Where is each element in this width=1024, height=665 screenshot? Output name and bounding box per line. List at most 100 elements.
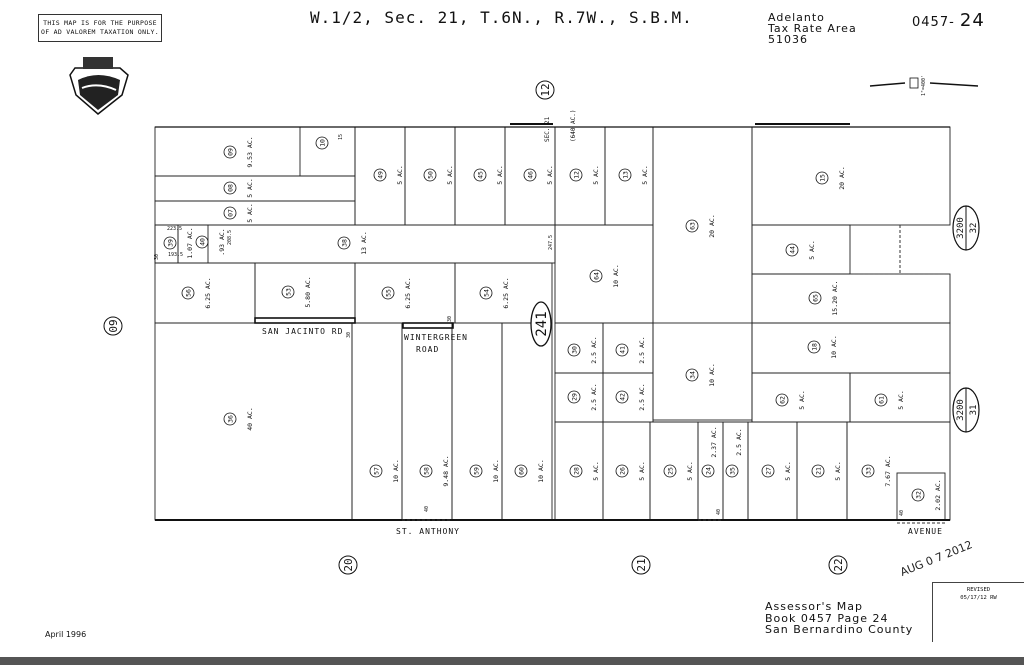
parcel-number-group: 58 — [419, 464, 433, 478]
parcel-number-circle — [419, 464, 433, 478]
parcel-number: 18 — [810, 343, 818, 351]
revised-value: 05/17/12 RW — [960, 595, 997, 601]
parcel-number-circle — [567, 390, 581, 404]
parcel-number-circle — [469, 464, 483, 478]
parcel-number-circle — [725, 464, 739, 478]
parcel-number-circle — [685, 219, 699, 233]
parcel-number-group: 61 — [874, 393, 888, 407]
parcel-number: 62 — [778, 396, 786, 404]
parcel-number-group: 21 — [811, 464, 825, 478]
map-date: April 1996 — [45, 630, 87, 639]
parcel-number-circle — [223, 412, 237, 426]
parcel-boundary — [351, 322, 403, 521]
section-circle — [828, 555, 848, 575]
parcel-acreage: 2.5 AC. — [590, 383, 598, 410]
parcel-number: 50 — [426, 171, 434, 179]
tax-rate-area: Adelanto Tax Rate Area 51036 — [768, 12, 857, 45]
parcel-acreage: 5 AC. — [592, 165, 600, 185]
parcel-number-circle — [523, 168, 537, 182]
parcel-number-circle — [861, 464, 875, 478]
disclaimer-line2: OF AD VALOREM TAXATION ONLY. — [41, 28, 159, 36]
map-identification: Assessor's Map Book 0457 Page 24 San Ber… — [765, 601, 913, 636]
map-title: W.1/2, Sec. 21, T.6N., R.7W., S.B.M. — [310, 8, 693, 27]
parcel-acreage: 13 AC. — [360, 231, 368, 254]
scan-edge — [0, 657, 1024, 665]
revised-box: REVISED 05/17/12 RW — [932, 582, 1024, 642]
parcel-12: 12 5 AC. — [569, 165, 600, 185]
parcel-acreage: .93 AC. — [218, 228, 226, 255]
parcel-number-circle — [615, 390, 629, 404]
parcel-number-circle — [874, 393, 888, 407]
scale-bar-icon: 1"=400' — [869, 75, 979, 96]
parcel-number-group: 30 — [567, 343, 581, 357]
parcel-number: 58 — [422, 467, 430, 475]
dimension-label: 40 — [716, 509, 722, 515]
section-circle — [338, 555, 358, 575]
parcel-acreage: 9.53 AC. — [246, 136, 254, 167]
parcel-number: 07 — [226, 209, 234, 217]
parcel-number-group: 27 — [761, 464, 775, 478]
dimension-label: 247.5 — [548, 235, 554, 250]
parcel-number: 12 — [572, 171, 580, 179]
parcel-boundary — [751, 126, 951, 226]
parcel-08: 08 5 AC. — [223, 178, 254, 198]
parcel-09: 09 9.53 AC. — [223, 136, 254, 168]
parcel-acreage: 40 AC. — [246, 407, 254, 430]
parcel-number: 39 — [166, 239, 174, 247]
dimension-label: 208.5 — [227, 230, 233, 245]
parcel-number-circle — [281, 285, 295, 299]
road-name: SAN JACINTO RD — [262, 327, 343, 336]
parcel-number-group: 62 — [775, 393, 789, 407]
parcel-acreage: 2.5 AC. — [735, 428, 743, 455]
parcel-acreage: 10 AC. — [708, 363, 716, 386]
adjacent-section-21: 21 — [631, 555, 651, 575]
parcel-number: 15 — [818, 174, 826, 182]
parcel-acreage: 5 AC. — [686, 461, 694, 481]
parcel-number-group: 09 — [223, 145, 237, 159]
parcel-number-circle — [815, 171, 829, 185]
dimension-label: 193.5 — [168, 252, 183, 258]
parcel-acreage: 10 AC. — [537, 459, 545, 482]
parcel-number-group: 65 — [808, 291, 822, 305]
adjacent-section-20: 20 — [338, 555, 358, 575]
section-label: SEC. 21 — [544, 116, 551, 142]
parcel-number-circle — [808, 291, 822, 305]
parcel-acreage: 5 AC. — [246, 178, 254, 198]
parcel-acreage: 6.25 AC. — [502, 277, 510, 308]
dimension-label: 15 — [338, 134, 344, 140]
tax-rate-city: Adelanto — [768, 11, 825, 24]
parcel-number: 21 — [814, 467, 822, 475]
parcel-number: 09 — [226, 148, 234, 156]
parcel-number: 42 — [618, 393, 626, 401]
parcel-number: 45 — [476, 171, 484, 179]
parcel-acreage: 10 AC. — [612, 264, 620, 287]
parcel-number-circle — [567, 343, 581, 357]
parcel-number-circle — [473, 168, 487, 182]
parcel-number-circle — [615, 464, 629, 478]
dimension-label: 30 — [154, 254, 160, 260]
parcel-number-circle — [615, 343, 629, 357]
parcel-acreage: 6.25 AC. — [204, 277, 212, 308]
parcel-acreage: 1.07 AC. — [186, 227, 194, 258]
parcel-number-group: 35 — [725, 464, 739, 478]
parcel-number: 08 — [226, 184, 234, 192]
parcel-number: 32 — [914, 491, 922, 499]
